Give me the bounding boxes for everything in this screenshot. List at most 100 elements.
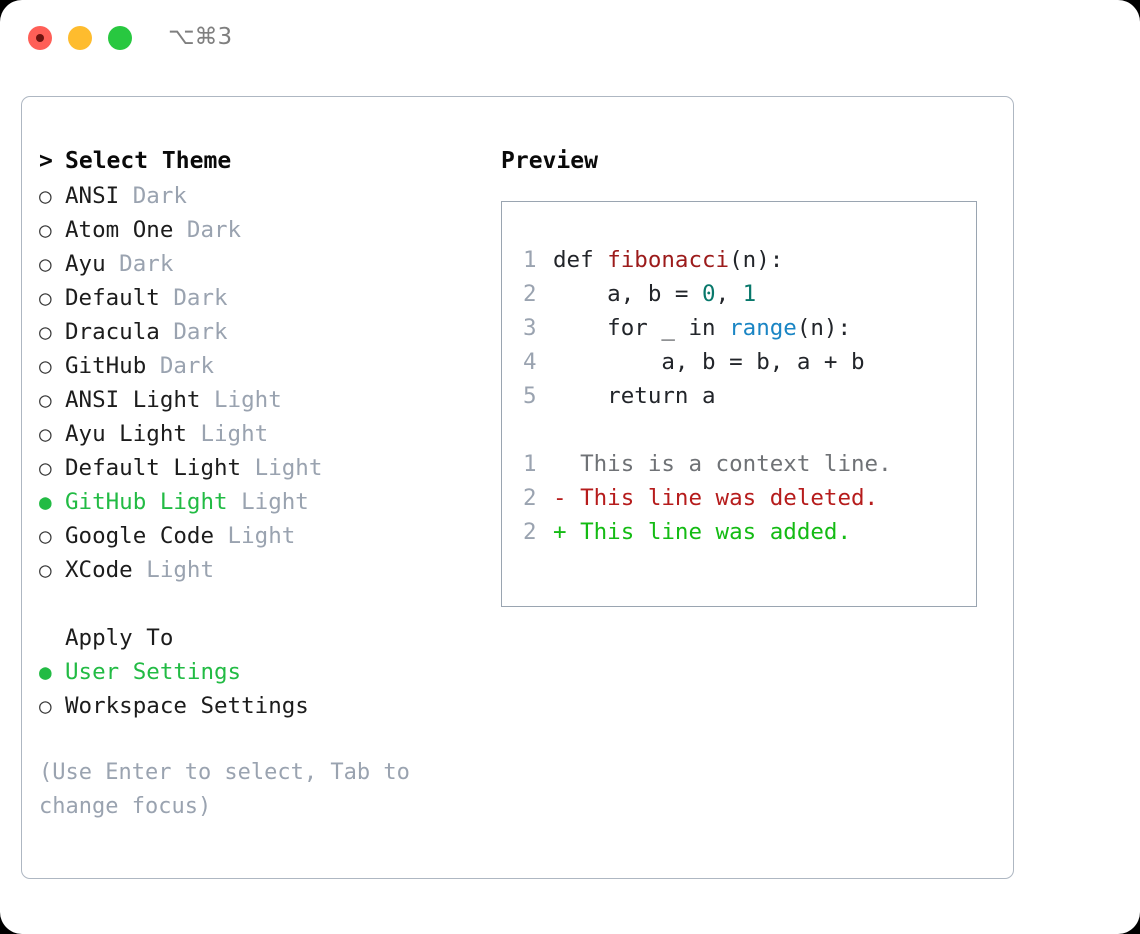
title-bar: ⌥⌘3: [0, 0, 1140, 78]
theme-name: Atom One: [65, 217, 174, 243]
theme-list-item[interactable]: ○ ANSI Light Light: [39, 383, 469, 417]
radio-unselected-icon: ○: [39, 354, 52, 378]
line-number: 5: [523, 383, 537, 409]
prompt-caret-icon: >: [39, 148, 53, 174]
theme-variant-badge: Dark: [159, 319, 228, 345]
theme-variant-badge: Light: [227, 489, 309, 515]
radio-unselected-icon: ○: [39, 388, 52, 412]
preview-spacer: [523, 413, 970, 447]
theme-list-item[interactable]: ● GitHub Light Light: [39, 485, 469, 519]
line-number: 2: [523, 281, 537, 307]
apply-to-item[interactable]: ● User Settings: [39, 655, 469, 689]
code-token: fibonacci: [607, 247, 730, 273]
theme-name: GitHub Light: [65, 489, 228, 515]
theme-name: GitHub: [65, 353, 147, 379]
code-token: range: [729, 315, 797, 341]
code-token: (n):: [796, 315, 852, 341]
theme-variant-badge: Dark: [105, 251, 174, 277]
select-theme-heading-text: Select Theme: [65, 148, 232, 174]
line-number: 4: [523, 349, 537, 375]
apply-to-label: Workspace Settings: [65, 693, 309, 719]
theme-list-item[interactable]: ○ GitHub Dark: [39, 349, 469, 383]
theme-variant-badge: Light: [200, 387, 282, 413]
diff-text: + This line was added.: [553, 519, 852, 545]
code-token: 1: [742, 281, 757, 307]
code-line: 3 for _ in range(n):: [523, 311, 970, 345]
apply-to-item[interactable]: ○ Workspace Settings: [39, 689, 469, 723]
minimize-window-button[interactable]: [68, 26, 92, 50]
theme-variant-badge: Dark: [119, 183, 187, 209]
theme-name: Default: [65, 285, 160, 311]
radio-unselected-icon: ○: [39, 422, 52, 446]
line-number: 3: [523, 315, 537, 341]
radio-unselected-icon: ○: [39, 456, 52, 480]
theme-name: Dracula: [65, 319, 160, 345]
apply-to-label: User Settings: [65, 659, 242, 685]
theme-list-item[interactable]: ○ Google Code Light: [39, 519, 469, 553]
line-number: 1: [523, 451, 537, 477]
line-number: 1: [523, 247, 537, 273]
theme-variant-badge: Light: [241, 455, 323, 481]
theme-name: ANSI: [65, 183, 120, 209]
theme-list-item[interactable]: ○Default Light Light: [39, 451, 469, 485]
radio-selected-icon: ●: [39, 660, 52, 684]
code-token: def: [553, 247, 608, 273]
radio-unselected-icon: ○: [39, 184, 52, 208]
radio-unselected-icon: ○: [39, 524, 52, 548]
apply-to-list: ● User Settings ○ Workspace Settings: [39, 655, 469, 723]
main-panel: > Select Theme ○ ANSI Dark ○ Atom One Dark ○ A…: [21, 96, 1014, 879]
theme-name: Ayu: [65, 251, 106, 277]
theme-list-item[interactable]: ○ XCode Light: [39, 553, 469, 587]
line-number: 2: [523, 485, 537, 511]
code-token: return a: [553, 383, 716, 409]
code-token: (n):: [729, 247, 784, 273]
theme-list-item[interactable]: ○Dracula Dark: [39, 315, 469, 349]
theme-list-item[interactable]: ○ Atom One Dark: [39, 213, 469, 247]
radio-unselected-icon: ○: [39, 558, 52, 582]
theme-name: Google Code: [65, 523, 215, 549]
line-number: 2: [523, 519, 537, 545]
preview-heading: Preview: [501, 148, 598, 174]
theme-variant-badge: Light: [214, 523, 296, 549]
theme-name: Ayu Light: [65, 421, 187, 447]
code-token: a, b = b, a + b: [553, 349, 865, 375]
apply-to-section: Apply To ●User Settings○Workspace Settin…: [39, 621, 469, 723]
theme-variant-badge: Dark: [146, 353, 215, 379]
theme-variant-badge: Light: [132, 557, 215, 583]
diff-text: This is a context line.: [553, 451, 892, 477]
close-icon: [36, 34, 44, 42]
diff-line: 1 This is a context line.: [523, 447, 970, 481]
code-token: for _ in: [553, 315, 730, 341]
theme-variant-badge: Light: [186, 421, 269, 447]
theme-list-item[interactable]: ○ ANSI Dark: [39, 179, 469, 213]
diff-text: - This line was deleted.: [553, 485, 879, 511]
radio-selected-icon: ●: [39, 490, 52, 514]
keyboard-shortcut-label: ⌥⌘3: [168, 24, 233, 50]
code-line: 5 return a: [523, 379, 970, 413]
select-theme-heading: > Select Theme: [39, 143, 469, 179]
code-line: 1 def fibonacci(n):: [523, 243, 970, 277]
theme-list: ○ANSI Dark○Atom One Dark○Ayu Dark○Defaul…: [39, 179, 469, 587]
keyboard-hint-text: (Use Enter to select, Tab to change focu…: [39, 760, 410, 819]
radio-unselected-icon: ○: [39, 252, 52, 276]
theme-name: XCode: [65, 557, 133, 583]
diff-line: 2 - This line was deleted.: [523, 481, 970, 515]
radio-unselected-icon: ○: [39, 694, 52, 718]
code-token: a, b =: [553, 281, 703, 307]
theme-variant-badge: Dark: [173, 217, 242, 243]
theme-list-item[interactable]: ○ Ayu Dark: [39, 247, 469, 281]
theme-list-item[interactable]: ○ Ayu Light Light: [39, 417, 469, 451]
maximize-window-button[interactable]: [108, 26, 132, 50]
radio-unselected-icon: ○: [39, 218, 52, 242]
theme-list-item[interactable]: ○Default Dark: [39, 281, 469, 315]
theme-selection-column: > Select Theme ○ ANSI Dark ○ Atom One Dark ○ A…: [39, 143, 469, 824]
diff-line: 2 + This line was added.: [523, 515, 970, 549]
theme-name: ANSI Light: [65, 387, 201, 413]
code-token: 0: [702, 281, 716, 307]
code-token: ,: [715, 281, 743, 307]
